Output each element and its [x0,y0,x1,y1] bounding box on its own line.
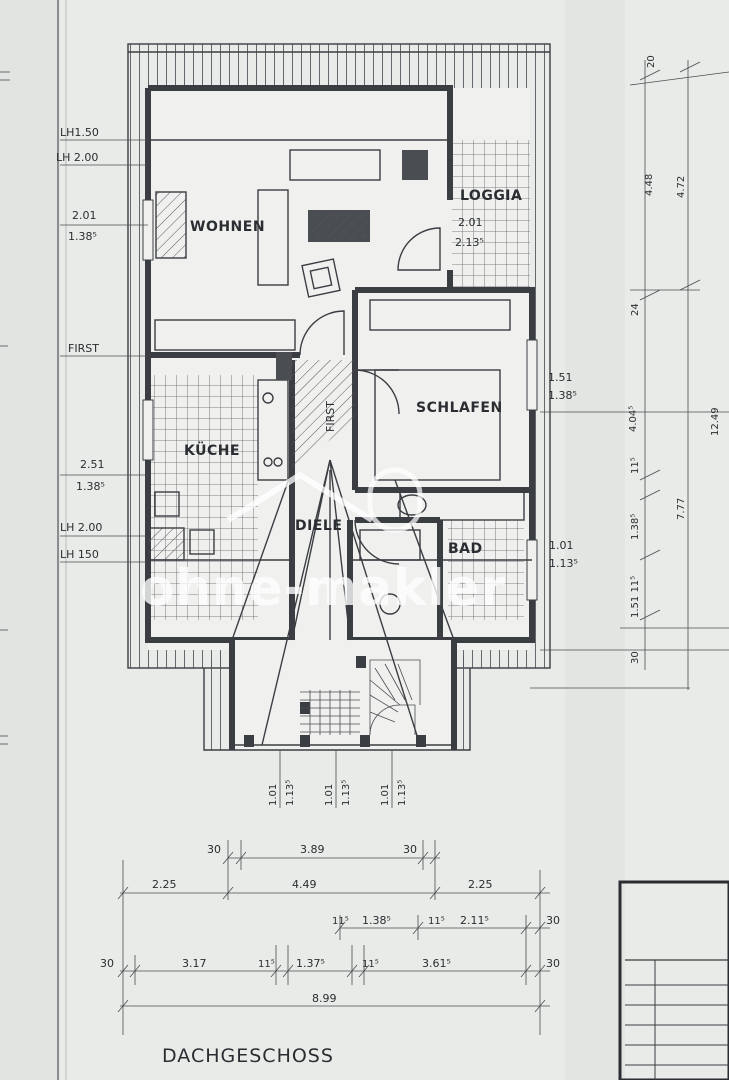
dormer [203,640,471,751]
title-block [618,880,729,1080]
dormer-c2: 1.13⁵ [397,780,408,806]
bath-floor [448,520,524,620]
label-lh150-bot: LH 150 [60,548,99,561]
dim-30: 30 [630,651,641,664]
room-loggia: LOGGIA [460,188,522,204]
dim-r4-30b: 30 [546,957,560,970]
room-schlafen: SCHLAFEN [416,400,503,416]
dormer-b2: 1.13⁵ [341,780,352,806]
left-margin-ticks [0,71,10,745]
dim-r4-115a: 11⁵ [258,959,275,970]
dim-r3-115a: 11⁵ [332,916,349,927]
dim-r4-1375: 1.37⁵ [296,957,325,970]
dim-1385: 1.38⁵ [630,514,641,540]
room-labels: WOHNEN LOGGIA SCHLAFEN KÜCHE DIELE BAD F… [184,188,522,557]
schlafen-label-b: 1.38⁵ [548,389,577,402]
dim-20: 20 [646,55,657,68]
inner-labels: 2.01 2.13⁵ 1.51 1.38⁵ 1.01 1.13⁵ [455,216,578,570]
dim-r3-115b: 11⁵ [428,916,445,927]
label-w2-a: 2.51 [80,458,105,471]
dormer-c1: 1.01 [380,784,391,806]
bottom-dimensions: 30 3.89 30 2.25 4.49 2.25 11⁵ 1.38⁵ 11⁵ … [100,840,560,1035]
dim-r1-30b: 30 [403,843,417,856]
first-center-label: FIRST [324,401,337,432]
diele-hatch [292,360,355,470]
dim-r3-1385: 1.38⁵ [362,914,391,927]
loggia-label-b: 2.13⁵ [455,236,484,249]
watermark-text: ohne-makler [140,559,506,617]
staircase [300,659,421,736]
dim-r4-317: 3.17 [182,957,207,970]
ridge-lines [231,459,455,746]
room-diele: DIELE [295,518,342,534]
furniture [147,149,525,615]
dim-4045: 4.04⁵ [628,406,639,432]
label-w1-a: 2.01 [72,209,97,222]
dim-r2-225b: 2.25 [468,878,493,891]
dim-r4-30a: 30 [100,957,114,970]
dim-24: 24 [630,303,641,316]
label-first: FIRST [68,342,99,355]
bad-label-b: 1.13⁵ [549,557,578,570]
dim-r3-30: 30 [546,914,560,927]
dormer-a1: 1.01 [268,784,279,806]
dim-777: 7.77 [676,498,687,520]
dim-115a: 11⁵ [630,457,641,474]
drawing-title: DACHGESCHOSS [162,1045,334,1067]
dim-r4-115b: 11⁵ [362,959,379,970]
room-kuche: KÜCHE [184,441,240,459]
label-lh200-bot: LH 2.00 [60,521,102,534]
dim-r2-449: 4.49 [292,878,317,891]
room-bad: BAD [448,541,483,557]
label-w2-b: 1.38⁵ [76,480,105,493]
loggia-floor [452,140,530,290]
doors [299,227,441,565]
dim-151: 1.51 11⁵ [630,576,641,618]
watermark: ohne-makler [140,467,506,617]
label-lh200-top: LH 2.00 [56,151,98,164]
schlafen-label-a: 1.51 [548,371,573,384]
dim-448: 4.48 [644,174,655,196]
dim-r3-2115: 2.11⁵ [460,914,489,927]
tick-marks [117,851,546,1013]
bad-label-a: 1.01 [549,539,574,552]
label-lh150-top: LH1.50 [60,126,99,139]
label-w1-b: 1.38⁵ [68,230,97,243]
dim-r2-225a: 2.25 [152,878,177,891]
dim-r1-30a: 30 [207,843,221,856]
chimney [276,352,292,380]
dim-r5-899: 8.99 [312,992,337,1005]
left-labels: LH1.50 LH 2.00 2.01 1.38⁵ FIRST 2.51 1.3… [56,126,148,563]
dim-r4-3615: 3.61⁵ [422,957,451,970]
right-dimensions: 20 4.48 4.72 24 4.04⁵ 12.49 11⁵ 7.77 1.3… [530,55,729,690]
windows [142,199,538,601]
loggia-label-a: 2.01 [458,216,483,229]
dim-r1-389: 3.89 [300,843,325,856]
kitchen-floor [148,375,258,620]
room-wohnen: WOHNEN [190,219,265,235]
dim-472: 4.72 [676,176,687,198]
dim-1249: 12.49 [710,407,721,436]
dormer-a2: 1.13⁵ [285,780,296,806]
dormer-b1: 1.01 [324,784,335,806]
dormer-labels: 1.01 1.13⁵ 1.01 1.13⁵ 1.01 1.13⁵ [268,750,408,808]
